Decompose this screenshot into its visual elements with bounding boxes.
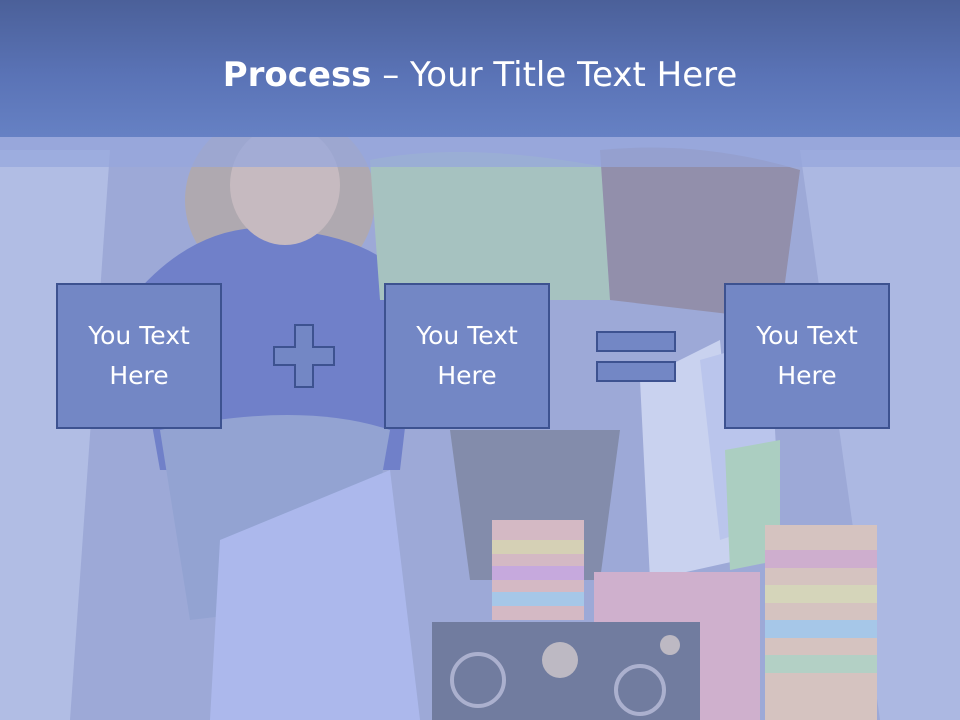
process-box-3[interactable]: You Text Here (724, 283, 890, 429)
process-box-2[interactable]: You Text Here (384, 283, 550, 429)
process-box-1[interactable]: You Text Here (56, 283, 222, 429)
process-box-1-label: You Text Here (88, 321, 190, 390)
title-bold: Process (222, 55, 372, 95)
plus-icon[interactable] (272, 323, 336, 389)
equals-icon[interactable] (594, 329, 678, 385)
title-rest: – Your Title Text Here (371, 55, 738, 95)
process-box-3-label: You Text Here (756, 321, 858, 390)
title-bar (0, 0, 960, 137)
process-box-2-label: You Text Here (416, 321, 518, 390)
slide-title[interactable]: Process – Your Title Text Here (0, 52, 960, 98)
title-band (0, 137, 960, 167)
